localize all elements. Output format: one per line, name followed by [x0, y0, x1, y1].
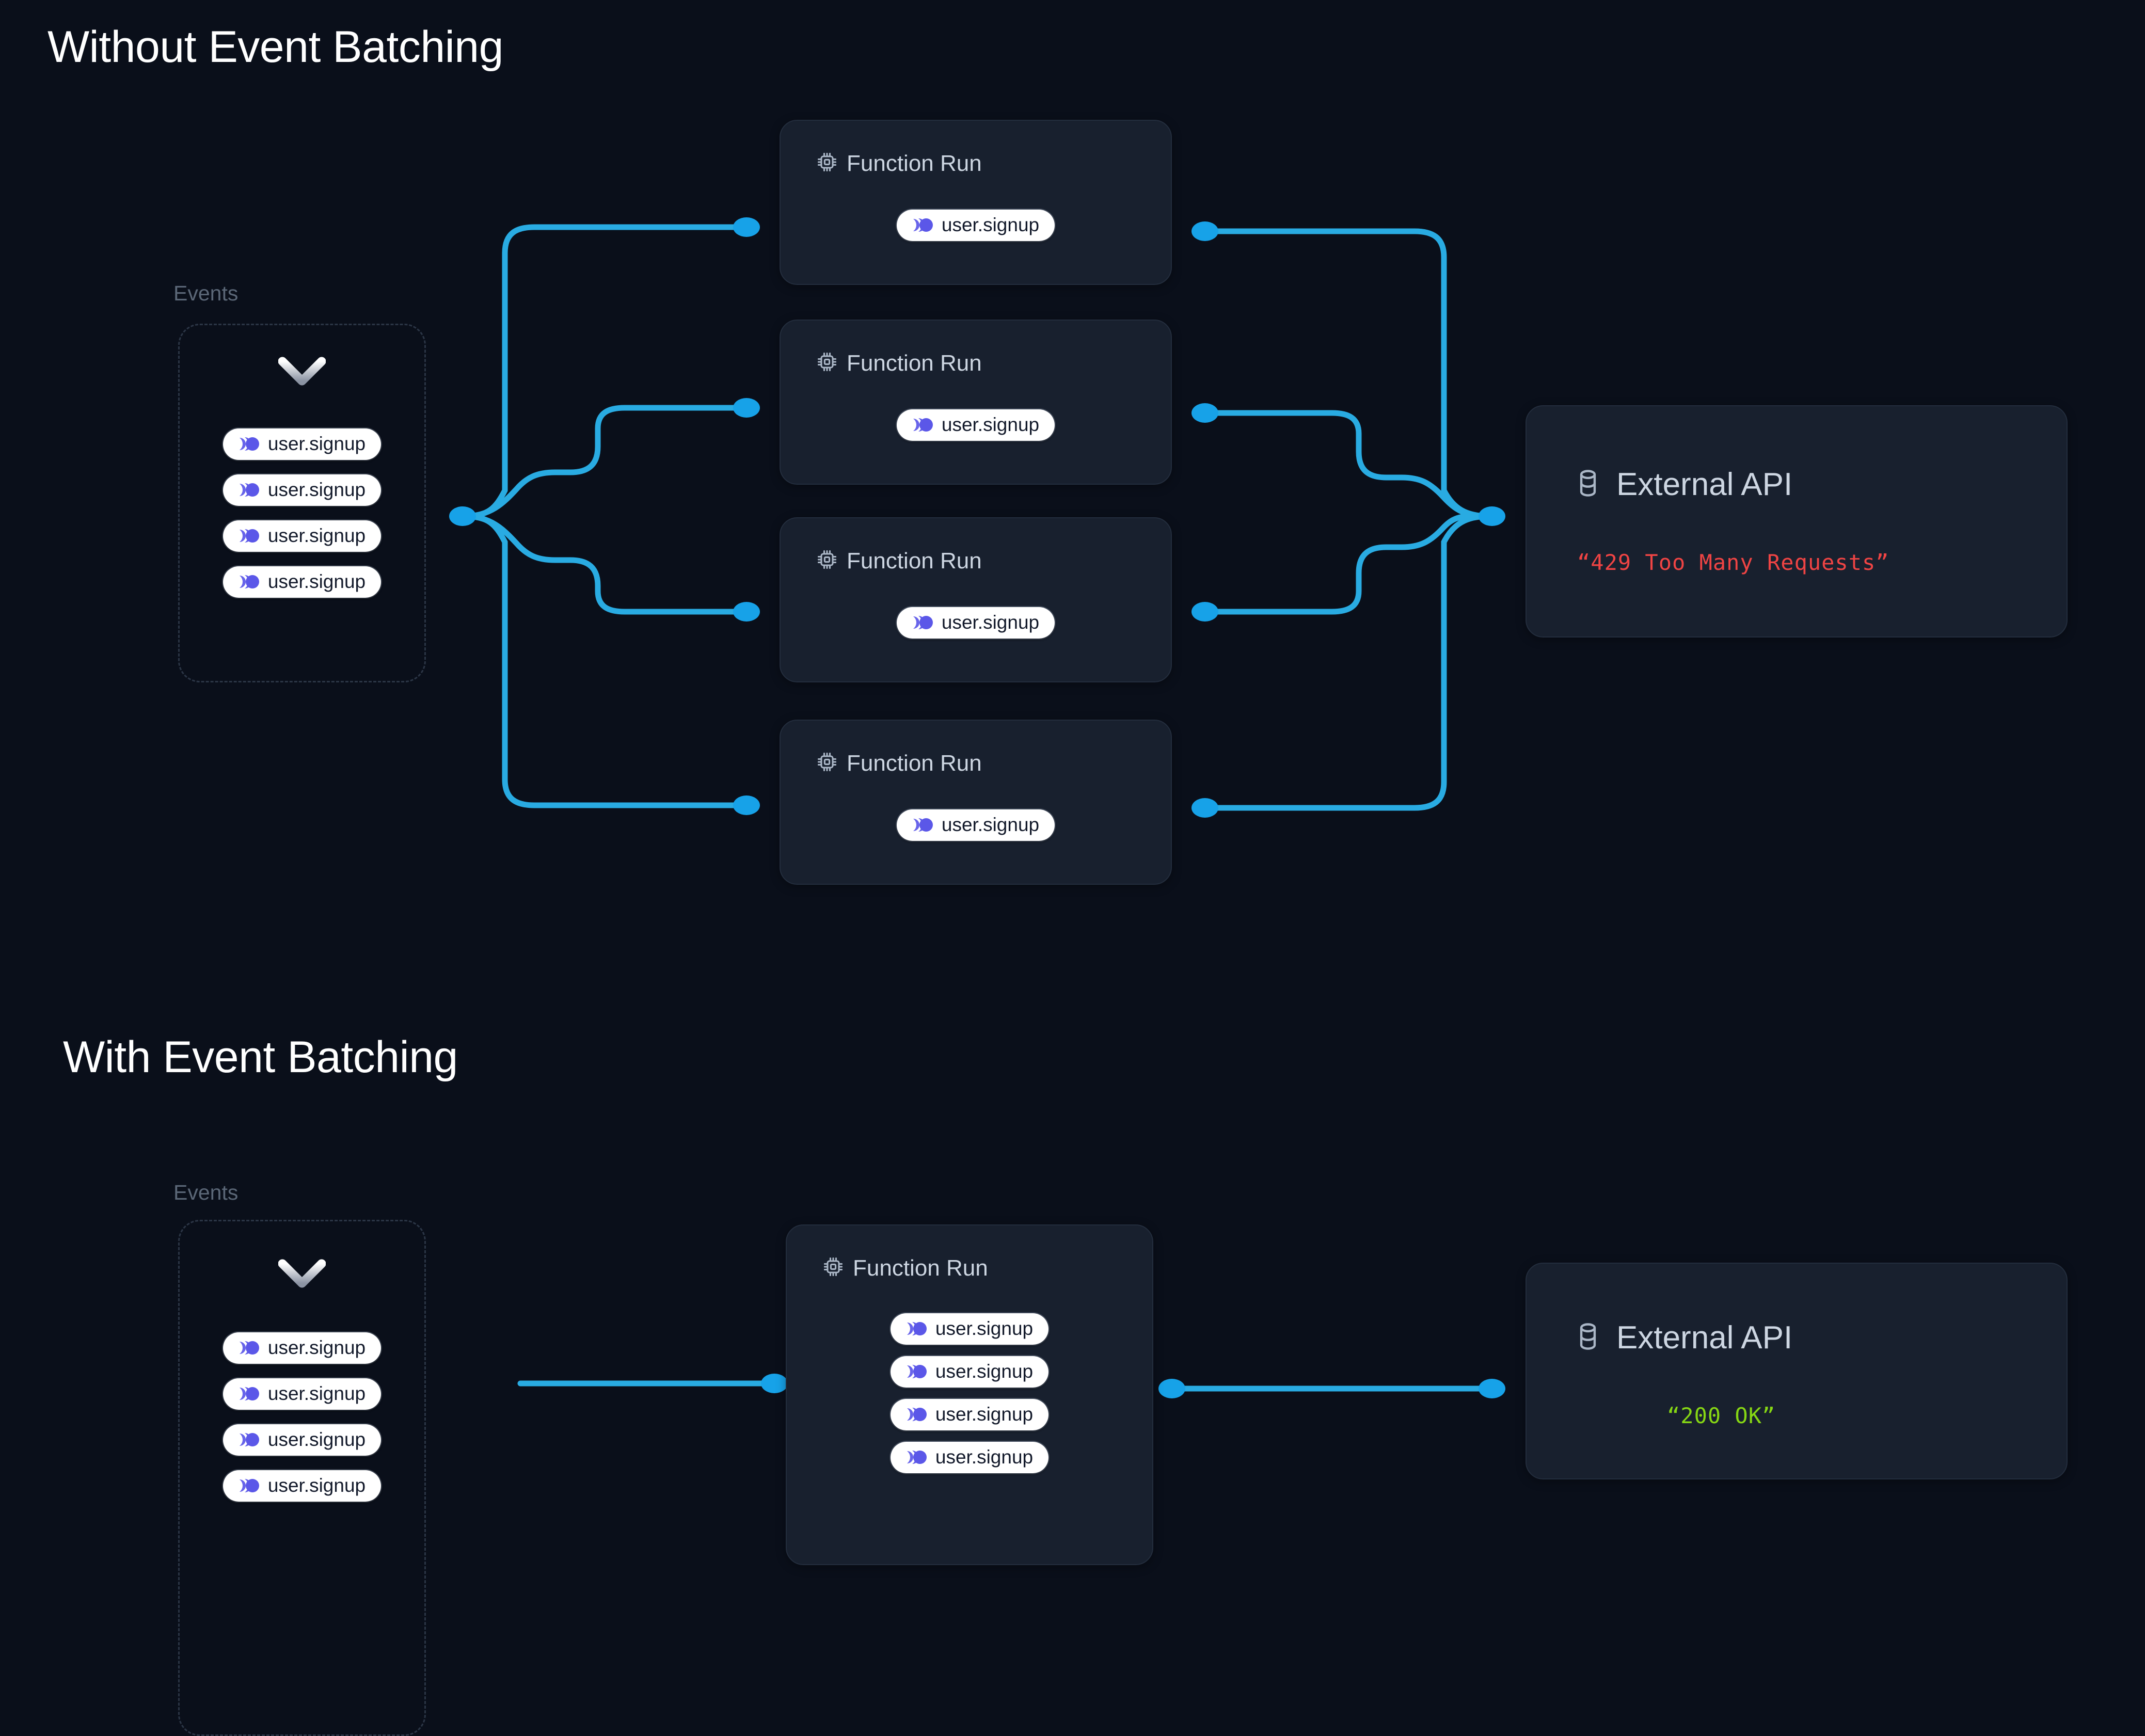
event-trail-icon	[907, 1321, 927, 1335]
cpu-chip-icon	[816, 151, 838, 176]
event-name: user.signup	[267, 1475, 366, 1496]
event-name: user.signup	[267, 525, 366, 546]
event-pill[interactable]: user.signup	[890, 1313, 1049, 1345]
event-pill[interactable]: user.signup	[223, 1378, 382, 1410]
event-name: user.signup	[941, 612, 1040, 633]
card-title: Function Run	[853, 1255, 988, 1281]
chevron-down-icon	[180, 1259, 424, 1288]
event-pill[interactable]: user.signup	[890, 1442, 1049, 1473]
function-run-card[interactable]: Function Run user.signup user.signup user.…	[786, 1224, 1153, 1565]
function-run-card[interactable]: Function Run user.signup	[780, 517, 1172, 682]
event-pill[interactable]: user.signup	[890, 1399, 1049, 1430]
event-pill[interactable]: user.signup	[890, 1356, 1049, 1388]
external-api-card[interactable]: External API “429 Too Many Requests”	[1526, 405, 2068, 638]
event-name: user.signup	[935, 1361, 1034, 1382]
events-box: user.signup user.signup user.signup user.si…	[178, 1220, 426, 1736]
card-title: External API	[1616, 466, 1793, 502]
event-name: user.signup	[267, 433, 366, 454]
event-pill[interactable]: user.signup	[223, 1470, 382, 1502]
event-trail-icon	[239, 529, 259, 543]
chevron-down-icon	[180, 356, 424, 386]
event-name: user.signup	[941, 414, 1040, 435]
cpu-chip-icon	[816, 351, 838, 376]
event-pill[interactable]: user.signup	[223, 428, 382, 460]
section-title-with-batching: With Event Batching	[63, 1032, 458, 1082]
event-trail-icon	[913, 615, 933, 629]
events-box: user.signup user.signup user.signup user.si…	[178, 324, 426, 682]
event-trail-icon	[239, 1478, 259, 1492]
event-pill[interactable]: user.signup	[223, 474, 382, 506]
status-badge: “200 OK”	[1667, 1403, 1776, 1428]
event-name: user.signup	[267, 571, 366, 592]
event-pill[interactable]: user.signup	[896, 809, 1055, 841]
event-trail-icon	[239, 437, 259, 451]
event-name: user.signup	[935, 1404, 1034, 1425]
event-name: user.signup	[267, 1337, 366, 1358]
event-name: user.signup	[941, 814, 1040, 835]
event-name: user.signup	[267, 479, 366, 500]
section-title-without-batching: Without Event Batching	[47, 22, 503, 72]
event-trail-icon	[239, 483, 259, 497]
event-pill[interactable]: user.signup	[896, 607, 1055, 639]
function-run-card[interactable]: Function Run user.signup	[780, 320, 1172, 485]
event-trail-icon	[239, 1432, 259, 1446]
event-trail-icon	[913, 218, 933, 232]
card-title: Function Run	[847, 150, 982, 176]
external-api-card[interactable]: External API “200 OK”	[1526, 1263, 2068, 1479]
event-name: user.signup	[935, 1318, 1034, 1339]
cpu-chip-icon	[822, 1255, 845, 1281]
event-trail-icon	[239, 1387, 259, 1400]
status-badge: “429 Too Many Requests”	[1577, 550, 1889, 575]
event-pill[interactable]: user.signup	[223, 566, 382, 598]
event-trail-icon	[239, 1341, 259, 1355]
cpu-chip-icon	[816, 548, 838, 574]
function-run-card[interactable]: Function Run user.signup	[780, 720, 1172, 885]
event-pill[interactable]: user.signup	[223, 1424, 382, 1456]
database-icon	[1572, 1320, 1604, 1355]
function-run-card[interactable]: Function Run user.signup	[780, 120, 1172, 285]
card-title: Function Run	[847, 350, 982, 376]
event-pill[interactable]: user.signup	[223, 1332, 382, 1364]
event-trail-icon	[913, 418, 933, 432]
event-pill[interactable]: user.signup	[223, 520, 382, 552]
events-label: Events	[173, 1181, 239, 1204]
cpu-chip-icon	[816, 751, 838, 776]
event-trail-icon	[907, 1407, 927, 1421]
event-trail-icon	[239, 575, 259, 588]
event-trail-icon	[913, 818, 933, 832]
event-pill[interactable]: user.signup	[896, 409, 1055, 441]
event-trail-icon	[907, 1364, 927, 1378]
event-trail-icon	[907, 1450, 927, 1464]
event-name: user.signup	[267, 1383, 366, 1404]
event-pill[interactable]: user.signup	[896, 210, 1055, 241]
card-title: External API	[1616, 1319, 1793, 1356]
event-name: user.signup	[941, 214, 1040, 235]
events-label: Events	[173, 281, 239, 305]
card-title: Function Run	[847, 548, 982, 574]
card-title: Function Run	[847, 750, 982, 776]
event-name: user.signup	[267, 1429, 366, 1450]
event-name: user.signup	[935, 1446, 1034, 1468]
database-icon	[1572, 467, 1604, 502]
